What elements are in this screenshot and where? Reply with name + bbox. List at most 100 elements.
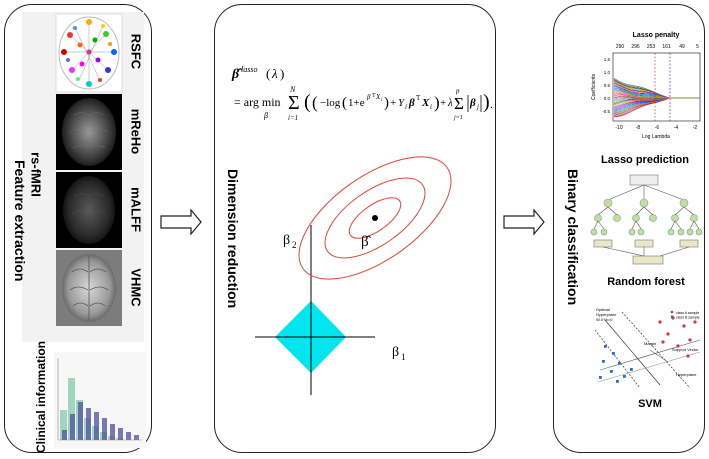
- lasso-formula: β̂ lasso ( λ ) = arg min β Σ N i=1 ( ( −…: [231, 65, 493, 122]
- beta2-axis-subscript: 2: [292, 240, 297, 250]
- svm-diagram: class A sample class B sample Optimal Hy…: [594, 307, 701, 389]
- histogram-bar: [86, 408, 91, 440]
- histogram-bar: [94, 412, 99, 440]
- svg-text:−log: −log: [320, 97, 341, 109]
- lasso-top-tick-label: 290: [616, 44, 625, 50]
- svg-text:+: +: [440, 97, 446, 109]
- arrow-right-icon: [160, 208, 202, 236]
- svg-text:.: .: [490, 99, 493, 111]
- svg-text:lasso: lasso: [241, 65, 257, 74]
- contour-ellipse-outer: [298, 156, 452, 280]
- svg-text:Σ: Σ: [288, 92, 300, 114]
- histogram-bar: [70, 414, 75, 440]
- svm-support-vector-label: Support Vector: [672, 347, 699, 352]
- binary-classification-title: Binary classification: [565, 169, 581, 306]
- svg-text:j: j: [476, 103, 479, 111]
- svg-text:(: (: [312, 93, 318, 112]
- svg-text:p: p: [455, 87, 460, 95]
- malff-image: [56, 172, 122, 248]
- clinical-histogram: [54, 352, 146, 448]
- random-forest-label: Random forest: [607, 276, 685, 288]
- lasso-y-axis-label: Coefficients: [591, 73, 597, 100]
- beta2-axis-label: β: [283, 233, 290, 248]
- lasso-x-tick-label: -2: [693, 125, 698, 131]
- lasso-top-tick-label: 49: [679, 44, 685, 50]
- histogram-bar: [78, 402, 83, 440]
- arrow-right-icon: [503, 208, 545, 236]
- svg-text:X: X: [375, 93, 381, 101]
- svm-equation-label: W.X+b=0: [596, 317, 613, 322]
- histogram-bar: [102, 418, 107, 440]
- dimension-reduction-panel: [214, 4, 496, 453]
- svg-text:): ): [483, 91, 490, 113]
- mreho-image: [56, 94, 122, 170]
- svg-text:= arg min: = arg min: [234, 95, 281, 109]
- svg-text:): ): [280, 66, 284, 81]
- vhmc-image: [56, 250, 122, 326]
- beta1-axis-subscript: 1: [401, 352, 406, 362]
- lasso-top-tick-label: 5: [696, 44, 699, 50]
- svm-margin-label: Margin: [644, 341, 656, 346]
- lasso-x-tick-label: -6: [655, 125, 660, 131]
- lasso-top-tick-label: 253: [647, 44, 656, 50]
- lasso-y-tick-label: 0.5: [604, 83, 611, 88]
- svm-label: SVM: [638, 398, 662, 410]
- svg-text:β: β: [263, 111, 268, 120]
- svm-hyperplane2-label: Hyperplane: [676, 372, 697, 377]
- lasso-x-tick-label: -8: [636, 125, 641, 131]
- histogram-bar: [118, 428, 123, 440]
- lasso-x-tick-label: -10: [615, 125, 622, 131]
- svg-text:λ: λ: [447, 97, 453, 109]
- svm-legend-class-a: class A sample: [676, 311, 699, 315]
- lasso-y-tick-label: 0.0: [604, 96, 611, 101]
- svg-text:T: T: [372, 93, 376, 99]
- contour-ellipse-middle: [324, 177, 426, 259]
- svg-text:): ): [384, 95, 389, 111]
- lasso-top-tick-label: 161: [662, 44, 671, 50]
- histogram-bar: [68, 378, 75, 440]
- lasso-coefficient-path: [613, 97, 700, 114]
- random-forest-diagram: [590, 174, 703, 265]
- svg-text:): ): [434, 93, 440, 112]
- histogram-bar: [134, 435, 139, 440]
- svg-text:i: i: [381, 98, 383, 103]
- histogram-bar: [110, 424, 115, 440]
- svg-text:(: (: [266, 66, 270, 81]
- lasso-y-tick-label: -0.5: [602, 109, 610, 114]
- histogram-bar: [126, 432, 131, 440]
- lasso-x-axis-label: Log Lambda: [642, 134, 670, 140]
- histogram-bar: [60, 410, 67, 440]
- svg-text:β: β: [469, 97, 476, 109]
- svm-legend-class-b: class B sample: [676, 316, 700, 320]
- svg-text:β: β: [366, 93, 371, 101]
- svg-text:Σ: Σ: [454, 94, 464, 113]
- contour-ellipse-inner: [348, 197, 402, 239]
- svg-text:1+e: 1+e: [348, 97, 365, 109]
- svm-hyperplane-label: Hyperplane: [596, 312, 617, 317]
- svm-optimal-label: Optimal: [596, 307, 610, 312]
- lasso-top-tick-label: 296: [631, 44, 640, 50]
- svg-text:i: i: [405, 103, 407, 111]
- svg-text:β: β: [408, 97, 415, 109]
- beta1-axis-label: β: [392, 345, 399, 360]
- rsfc-image: [55, 13, 123, 93]
- svg-text:i=1: i=1: [288, 114, 298, 122]
- svg-text:+: +: [390, 97, 396, 109]
- svg-text:i: i: [430, 103, 432, 111]
- svg-text:T: T: [416, 94, 421, 102]
- least-squares-estimate-point: [372, 215, 378, 221]
- svg-text:(: (: [342, 95, 347, 111]
- lasso-prediction-label: Lasso prediction: [601, 154, 689, 166]
- histogram-bar: [62, 430, 67, 440]
- lasso-penalty-title: Lasso penalty: [633, 32, 680, 39]
- lasso-y-tick-label: 1.0: [604, 70, 611, 75]
- svg-text:N: N: [289, 85, 296, 94]
- svg-text:Y: Y: [398, 97, 406, 109]
- svg-text:j=1: j=1: [453, 115, 463, 121]
- lasso-y-tick-label: 1.5: [604, 57, 611, 62]
